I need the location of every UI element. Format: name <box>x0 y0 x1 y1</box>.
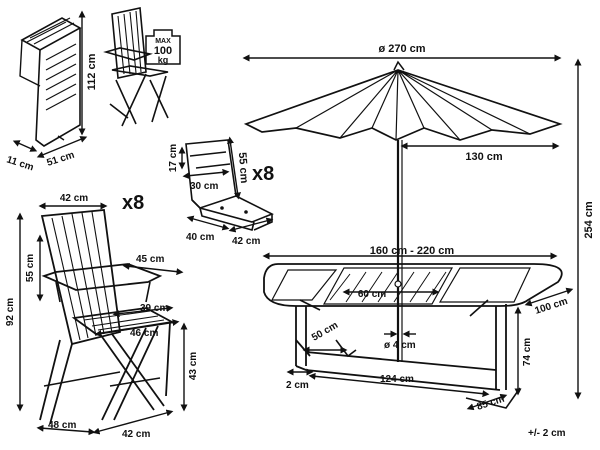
folded-width-dimension: 51 cm <box>36 136 88 169</box>
umbrella-illustration <box>243 60 563 362</box>
table-base-length-dimension: 124 cm <box>308 372 490 398</box>
cushion-depth-dimension: 17 cm <box>168 144 186 172</box>
chair-back-height-label: 55 cm <box>25 254 36 282</box>
table-extension-dimension: 60 cm <box>342 288 440 300</box>
chair-seat-depth-dimension: 39 cm <box>112 303 174 318</box>
table-hole-label: ø 4 cm <box>384 340 416 351</box>
cushion-width-top-dimension: 30 cm <box>182 168 230 192</box>
chair-base-width-dimension: 42 cm <box>92 409 174 440</box>
chair-back-height-dimension: 55 cm <box>25 234 44 302</box>
table-length-label: 160 cm - 220 cm <box>370 245 455 257</box>
chair-top-width-label: 42 cm <box>60 193 88 204</box>
table-hole-dimension: ø 4 cm <box>384 330 416 351</box>
chair-seat-depth-label: 39 cm <box>140 303 168 314</box>
umbrella-radius-label: 130 cm <box>465 151 503 163</box>
cushion-width-top-label: 30 cm <box>190 181 218 192</box>
cushion-quantity-label: x8 <box>252 163 274 185</box>
table-base-depth-label: 85 cm <box>476 394 506 413</box>
table-height-dimension: 74 cm <box>514 306 533 396</box>
cushion-width-bottom-right-label: 42 cm <box>232 236 260 247</box>
umbrella-diameter-dimension: ø 270 cm <box>242 43 562 62</box>
umbrella-height-dimension: 254 cm <box>574 58 595 400</box>
umbrella-height-label: 254 cm <box>583 201 595 239</box>
chair-with-load-illustration <box>103 7 169 127</box>
chair-top-width-dimension: 42 cm <box>38 193 108 210</box>
umbrella-diameter-label: ø 270 cm <box>378 43 425 55</box>
chair-height-dimension: 92 cm <box>5 212 24 412</box>
chair-base-width-label: 42 cm <box>122 429 150 440</box>
chair-arm-depth-dimension: 45 cm <box>122 254 184 276</box>
table-base-length-label: 124 cm <box>380 374 414 385</box>
table-extension-label: 60 cm <box>358 289 386 300</box>
cushion-depth-label: 17 cm <box>168 144 179 172</box>
chair-height-label: 92 cm <box>5 298 16 326</box>
cushion-height-label: 55 cm <box>236 152 250 184</box>
folded-depth-dimension: 11 cm <box>5 140 38 173</box>
table-illustration <box>263 263 563 409</box>
table-height-label: 74 cm <box>522 338 533 366</box>
cushion-width-bottom-left-label: 40 cm <box>186 232 214 243</box>
chair-seat-width-label: 46 cm <box>130 328 158 339</box>
table-depth-label: 100 cm <box>534 296 570 317</box>
table-base-depth-dimension: 85 cm <box>466 394 508 413</box>
max-load-value-label: 100 <box>154 45 172 57</box>
folded-height-dimension: 112 cm <box>78 10 98 136</box>
max-load-unit-label: kg <box>158 55 169 65</box>
chair-arm-depth-label: 45 cm <box>136 254 164 265</box>
tolerance-note: +/- 2 cm <box>528 428 566 439</box>
table-depth-dimension: 100 cm <box>524 287 574 317</box>
max-load-top-label: MAX <box>155 38 171 45</box>
table-leg-offset-label: 50 cm <box>310 320 340 344</box>
chair-seat-height-label: 43 cm <box>188 352 199 380</box>
armchair-illustration <box>39 209 175 425</box>
cushion-height-dimension: 55 cm <box>227 136 250 200</box>
chair-base-depth-label: 48 cm <box>48 420 76 431</box>
table-length-dimension: 160 cm - 220 cm <box>262 245 558 260</box>
umbrella-radius-dimension: 130 cm <box>400 142 560 163</box>
table-foot-dimension: 2 cm <box>286 368 314 391</box>
chair-base-depth-dimension: 48 cm <box>36 420 96 436</box>
max-load-tag: MAX 100 kg <box>145 29 181 65</box>
folded-chair-illustration <box>19 17 82 147</box>
table-foot-label: 2 cm <box>286 380 309 391</box>
chair-quantity-label: x8 <box>122 192 144 214</box>
chair-seat-width-dimension: 46 cm <box>94 319 180 339</box>
chair-seat-height-dimension: 43 cm <box>180 322 199 412</box>
folded-depth-label: 11 cm <box>5 154 35 173</box>
folded-height-label: 112 cm <box>86 53 98 90</box>
cushion-width-bottom-dimension: 40 cm 42 cm <box>186 215 274 247</box>
table-leg-offset-dimension: 50 cm <box>302 320 348 354</box>
